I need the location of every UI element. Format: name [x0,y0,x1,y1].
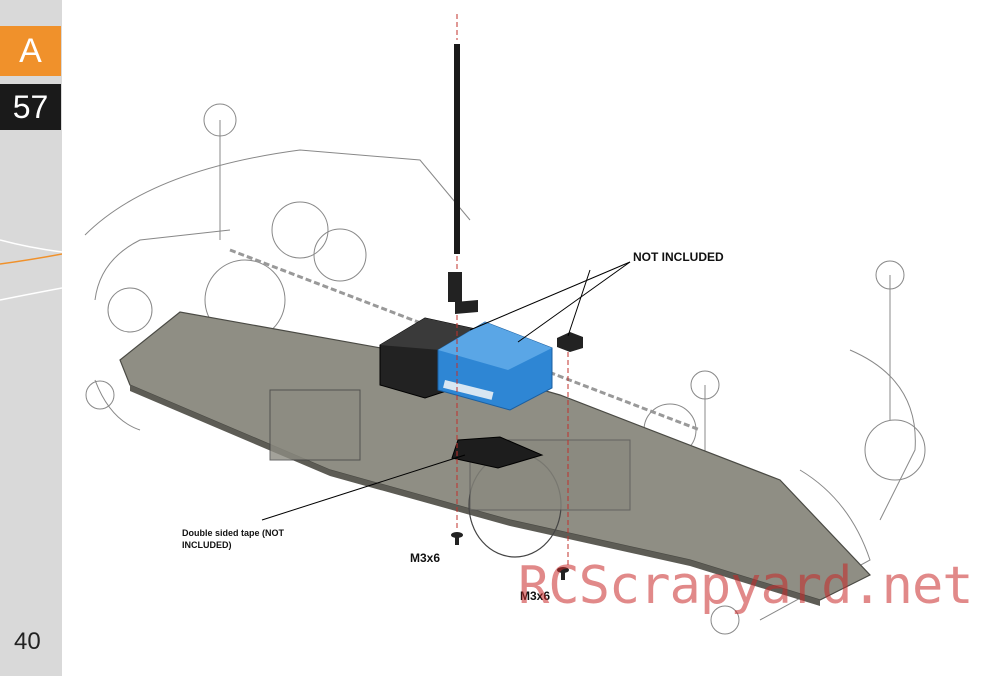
not-included-label: NOT INCLUDED [633,250,724,264]
page-sidebar: A 57 40 [0,0,62,676]
drive-belt [229,248,701,432]
callout-leader-lines [261,261,631,521]
step-number-badge: 57 [0,84,61,130]
screw-size-label: M3x6 [410,551,441,565]
battery-pack-icon [437,321,553,411]
watermark-text: RCScrapyard.net [518,556,974,616]
section-letter-badge: A [0,26,61,76]
assembly-diagram [84,14,926,635]
assembly-guide-lines [456,14,569,565]
double-sided-tape-label: Double sided tape (NOT INCLUDED) [182,528,285,550]
page-number: 40 [14,628,41,655]
rear-suspension-outline [84,103,471,431]
screw-icon [451,532,463,545]
screw-size-label: M3x6 [520,589,551,603]
screw-icon [557,567,569,580]
esc-box [269,389,361,461]
antenna-mount-icon [448,272,478,314]
antenna-tube-icon [454,44,460,254]
battery-stopper-icon [557,332,583,352]
double-sided-tape-pad [451,436,544,469]
sidebar-decoration [0,239,62,301]
